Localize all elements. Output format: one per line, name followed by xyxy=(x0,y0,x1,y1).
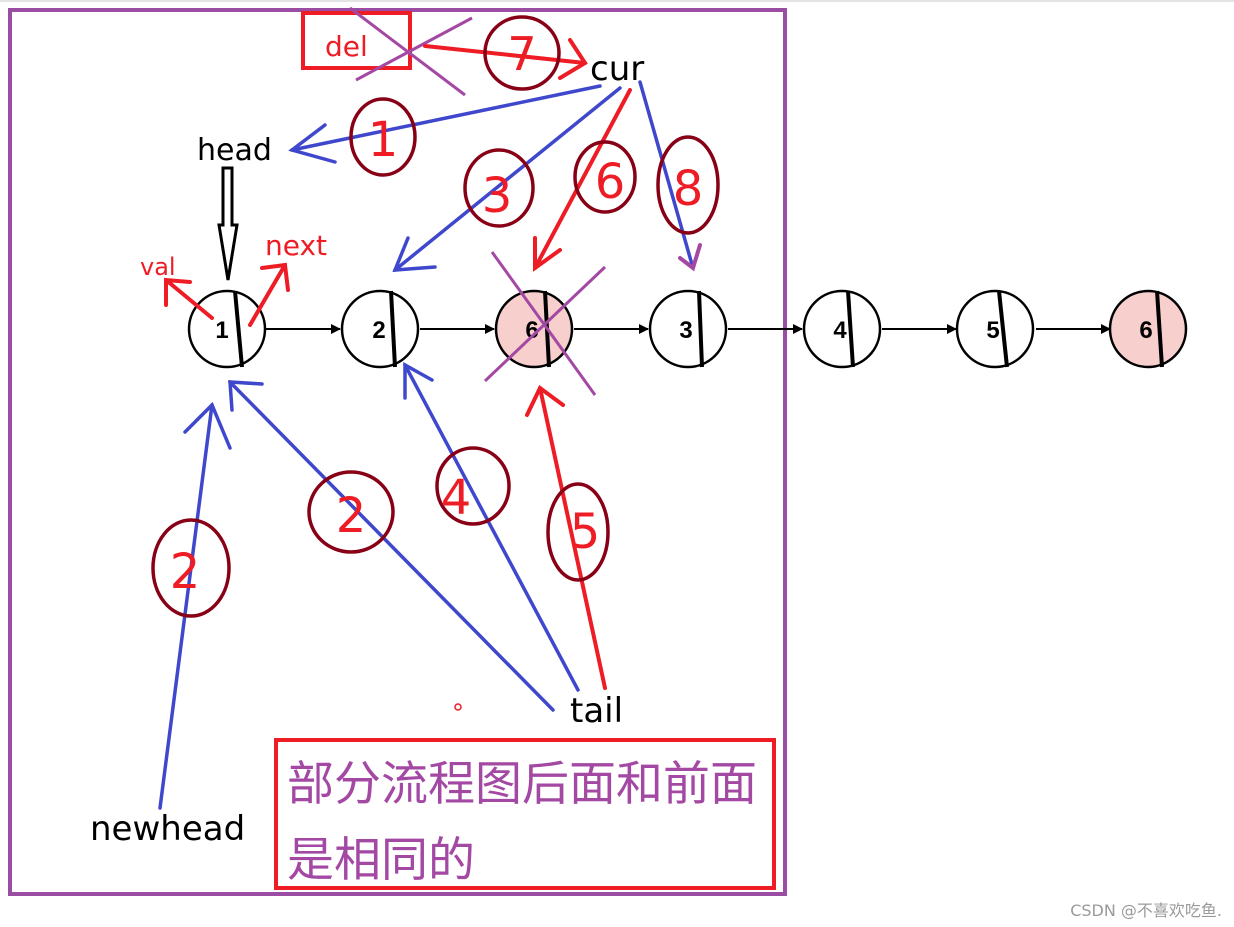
step-number: 1 xyxy=(368,112,399,168)
step-2-newhead-arrow xyxy=(158,401,232,810)
list-node: 4 xyxy=(802,289,882,369)
list-node-deleted: 6 xyxy=(494,289,574,369)
node-value: 6 xyxy=(525,317,538,344)
step-badge-7: 7 xyxy=(483,15,561,91)
node-circle xyxy=(340,289,420,369)
node-circle xyxy=(955,289,1035,369)
node-divider xyxy=(697,290,704,368)
newhead-label: newhead xyxy=(90,809,245,849)
step-badge-5: 5 xyxy=(546,482,610,582)
list-node: 1 xyxy=(187,289,267,369)
node-value: 2 xyxy=(372,317,385,344)
node-value: 4 xyxy=(833,317,847,344)
node-divider xyxy=(997,290,1009,368)
head-pointer-arrow xyxy=(217,166,239,281)
list-node: 3 xyxy=(648,289,728,369)
step-badge-4: 4 xyxy=(435,446,511,526)
node-divider xyxy=(846,290,855,368)
list-node: 6 xyxy=(1108,289,1188,369)
node-divider xyxy=(389,290,397,368)
step-badge-8: 8 xyxy=(656,135,720,235)
step-6-arrow xyxy=(533,88,632,272)
step-number: 2 xyxy=(336,488,367,544)
list-node: 5 xyxy=(955,289,1035,369)
step-5-arrow xyxy=(525,384,607,690)
node-circle xyxy=(1108,289,1188,369)
head-label: head xyxy=(197,133,272,168)
node-divider xyxy=(233,290,244,368)
node-value: 1 xyxy=(215,317,228,344)
step-badge-3: 3 xyxy=(463,148,535,228)
step-badge-6: 6 xyxy=(573,140,637,214)
stray-dot xyxy=(454,703,462,711)
highlight-frame xyxy=(8,8,787,896)
val-label: val xyxy=(140,253,176,281)
step-2-tail-arrow xyxy=(228,380,555,712)
step-badge-2-right: 2 xyxy=(307,470,395,554)
step-8-arrow xyxy=(638,80,702,272)
step-number: 6 xyxy=(595,154,626,210)
step-number: 7 xyxy=(507,27,536,81)
step-4-arrow xyxy=(403,362,580,692)
list-node: 2 xyxy=(340,289,420,369)
del-cross xyxy=(349,6,473,97)
node-divider xyxy=(1155,290,1164,368)
step-7-arrow xyxy=(423,38,588,80)
watermark: CSDN @不喜欢吃鱼. xyxy=(1070,901,1222,920)
node-circle xyxy=(494,289,574,369)
node-circle xyxy=(802,289,882,369)
step-badge-1: 1 xyxy=(349,97,417,177)
step-number: 4 xyxy=(441,470,472,526)
step-number: 3 xyxy=(482,168,513,224)
del-label: del xyxy=(325,30,368,63)
cur-label: cur xyxy=(590,49,644,89)
step-number: 2 xyxy=(170,544,201,600)
step-3-arrow xyxy=(392,86,622,272)
step-number: 5 xyxy=(570,504,601,560)
step-number: 8 xyxy=(673,161,704,217)
note-line-2: 是相同的 xyxy=(287,833,475,888)
step-badge-2-left: 2 xyxy=(151,518,231,618)
node-value: 6 xyxy=(1139,317,1152,344)
next-arrow xyxy=(248,262,290,327)
next-label: next xyxy=(265,229,327,262)
step-1-arrow xyxy=(288,84,602,164)
val-arrow xyxy=(164,277,214,320)
note-line-1: 部分流程图后面和前面 xyxy=(287,757,757,812)
node-value: 5 xyxy=(986,317,999,344)
node-circle xyxy=(648,289,728,369)
node-value: 3 xyxy=(679,317,692,344)
list-nodes: 1 2 6 3 4 5 6 xyxy=(187,289,1188,369)
deleted-node-cross xyxy=(483,251,607,396)
note-box xyxy=(274,738,776,890)
tail-label: tail xyxy=(570,691,623,731)
step-badges: 1 2 2 3 4 5 6 7 xyxy=(151,15,720,618)
node-circle xyxy=(187,289,267,369)
